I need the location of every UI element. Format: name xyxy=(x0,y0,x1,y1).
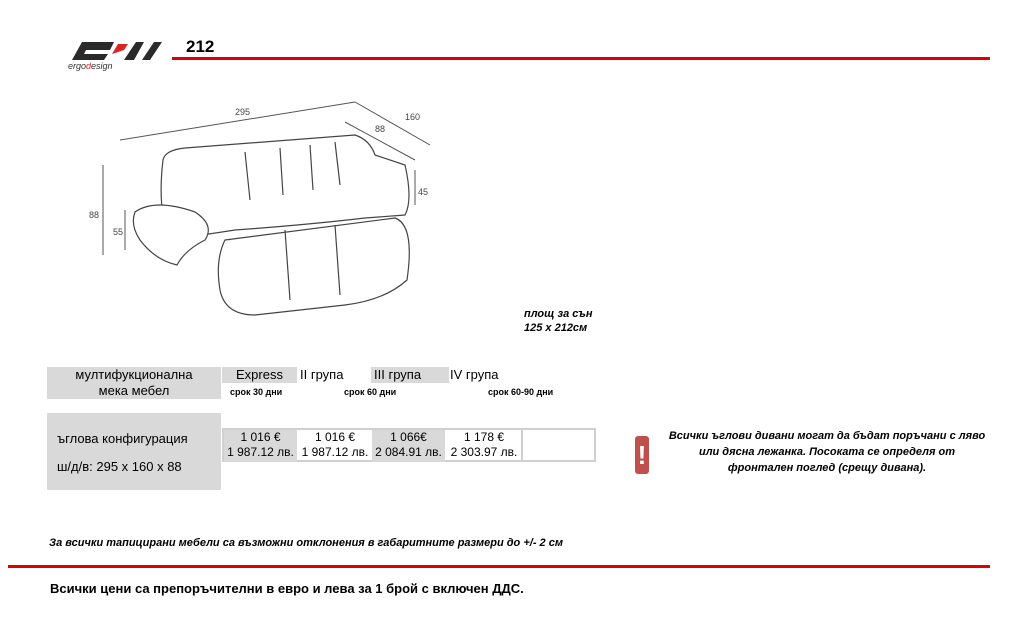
term-60-90: срок 60-90 дни xyxy=(488,387,554,397)
tolerance-note: За всички тапицирани мебели са възможни … xyxy=(49,537,563,549)
group-ii: II група xyxy=(300,367,344,382)
dim-width: 295 xyxy=(235,107,250,117)
price-bgn: 1 987.12 лв. xyxy=(227,445,294,459)
term-60: срок 60 дни xyxy=(344,387,397,397)
sleep-area-size: 125 x 212см xyxy=(524,322,588,334)
product-type-line2: мека мебел xyxy=(98,383,170,398)
dim-depth: 160 xyxy=(405,112,420,122)
group-iii: III група xyxy=(371,367,449,383)
price-iii: 1 066€2 084.91 лв. xyxy=(372,430,445,462)
logo: ergodesign xyxy=(64,36,170,72)
group-iv: IV група xyxy=(450,367,499,382)
warning-icon: ! xyxy=(635,436,649,474)
sleep-area-label: площ за сън xyxy=(524,308,593,320)
price-eur: 1 178 € xyxy=(463,430,505,444)
price-eur: 1 016 € xyxy=(240,430,281,444)
sofa-drawing: 295 160 88 88 55 45 xyxy=(89,101,431,316)
dim-seat: 55 xyxy=(113,227,123,237)
product-type: мултифукционална мека мебел xyxy=(47,367,221,399)
term-30: срок 30 дни xyxy=(230,387,283,397)
sleep-area: площ за сън 125 x 212см xyxy=(524,307,593,335)
corner-note: Всички ъглови дивани могат да бъдат поръ… xyxy=(668,430,986,474)
config-label: ъглова конфигурация xyxy=(57,431,188,446)
price-express: 1 016 €1 987.12 лв. xyxy=(224,430,297,462)
sofa-outline xyxy=(132,134,410,316)
config-dimensions: ш/д/в: 295 x 160 x 88 xyxy=(57,459,182,474)
product-type-line1: мултифукционална xyxy=(75,367,193,382)
price-bgn: 1 987.12 лв. xyxy=(301,445,369,459)
price-bgn: 2 303.97 лв. xyxy=(450,445,518,459)
dim-height: 88 xyxy=(89,210,99,220)
footer-divider xyxy=(8,565,990,568)
price-bgn: 2 084.91 лв. xyxy=(375,445,442,459)
group-express: Express xyxy=(222,367,297,383)
footer-text: Всички цени са препоръчителни в евро и л… xyxy=(50,581,524,596)
price-iv: 1 178 €2 303.97 лв. xyxy=(447,430,523,462)
dim-chaise: 88 xyxy=(375,124,385,134)
header-divider xyxy=(172,57,990,60)
price-eur: 1 016 € xyxy=(314,430,356,444)
config-cell: ъглова конфигурация ш/д/в: 295 x 160 x 8… xyxy=(47,413,221,490)
price-eur: 1 066€ xyxy=(390,430,427,444)
model-number: 212 xyxy=(186,37,215,56)
price-ii: 1 016 €1 987.12 лв. xyxy=(299,430,371,462)
dim-seat-depth: 45 xyxy=(418,187,428,197)
svg-text:ergodesign: ergodesign xyxy=(68,61,113,71)
